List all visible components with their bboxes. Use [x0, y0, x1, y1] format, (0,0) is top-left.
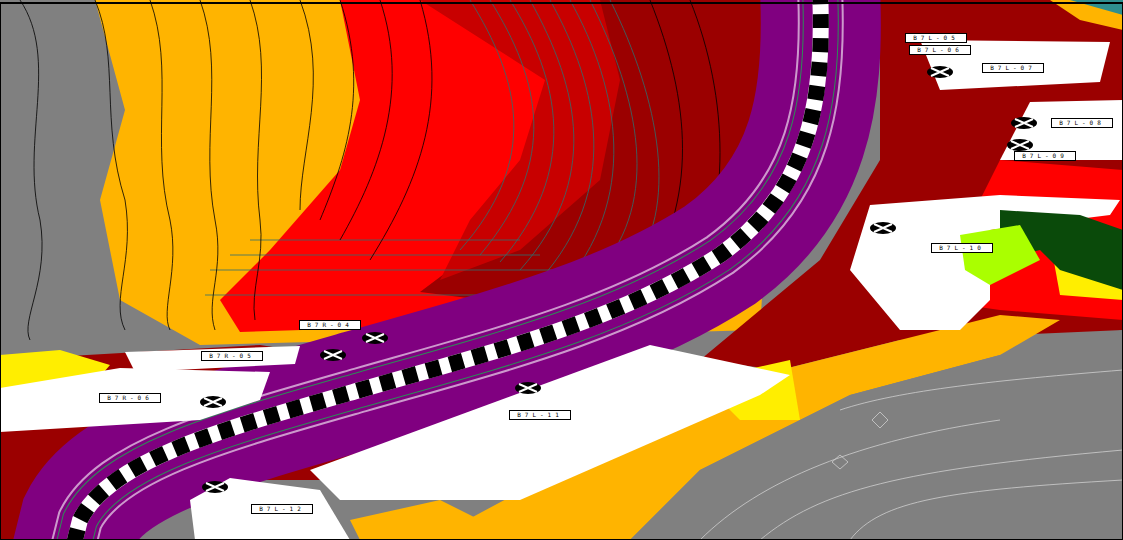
- station-label-box: B7L-09: [1014, 151, 1076, 161]
- station-label: B7R-04: [306, 321, 354, 328]
- station-label: B7L-12: [258, 505, 306, 512]
- station-label-box: B7L-10: [931, 243, 993, 253]
- station-label-box: B7L-08: [1051, 118, 1113, 128]
- station-label-box: B7L-05: [905, 33, 967, 43]
- station-label: B7L-05: [912, 34, 960, 41]
- station-label-box: B7R-05: [201, 351, 263, 361]
- station-label: B7R-05: [208, 352, 256, 359]
- station-label-box: B7R-06: [99, 393, 161, 403]
- station-label-box: B7L-07: [982, 63, 1044, 73]
- station-label: B7L-07: [989, 64, 1037, 71]
- station-label-box: B7L-11: [509, 410, 571, 420]
- station-label: B7L-08: [1058, 119, 1106, 126]
- station-label-box: B7L-12: [251, 504, 313, 514]
- station-label: B7R-06: [106, 394, 154, 401]
- station-label: B7L-09: [1021, 152, 1069, 159]
- station-label-box: B7R-04: [299, 320, 361, 330]
- station-label: B7L-06: [916, 46, 964, 53]
- station-label: B7L-11: [516, 411, 564, 418]
- station-label: B7L-10: [938, 244, 986, 251]
- station-label-box: B7L-06: [909, 45, 971, 55]
